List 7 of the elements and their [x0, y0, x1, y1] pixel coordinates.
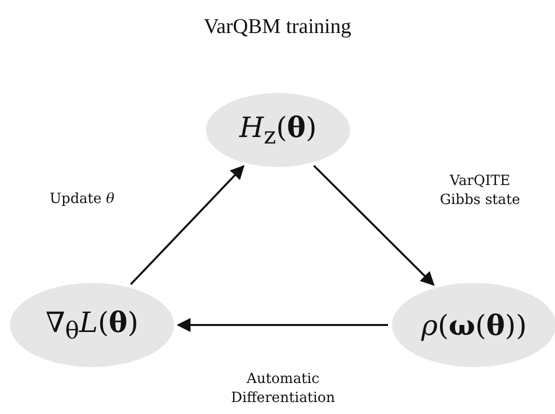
arrow: [130, 165, 245, 286]
math-expression: H$_{z}$(θ): [239, 110, 317, 150]
diagram-title: VarQBM training: [202, 14, 352, 39]
arrow: [176, 318, 388, 332]
math-expression: ∇$_{θ}$L(θ): [46, 306, 138, 344]
math-expression: ρ(ω(θ)): [421, 308, 527, 342]
arrow: [313, 164, 435, 286]
